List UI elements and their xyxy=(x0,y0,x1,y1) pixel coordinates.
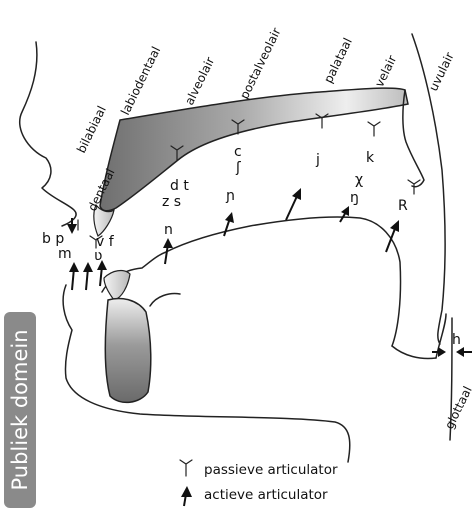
phoneme-m: m xyxy=(58,246,72,262)
phoneme-dt: d t xyxy=(170,178,189,194)
hard-palate xyxy=(100,88,408,211)
public-domain-badge: Publiek domein xyxy=(4,312,36,508)
legend-passive-symbol xyxy=(180,460,192,476)
phoneme-sh: ʃ xyxy=(235,160,241,176)
phoneme-k: k xyxy=(366,150,375,166)
phoneme-h: h xyxy=(452,332,461,348)
phoneme-labiodental-approximant: ʋ xyxy=(94,248,102,264)
pharynx-front-wall xyxy=(392,346,436,359)
label-bilabiaal: bilabiaal xyxy=(74,104,109,156)
badge-label: Publiek domein xyxy=(8,329,32,490)
legend-active-label: actieve articulator xyxy=(204,487,328,503)
phoneme-R: R xyxy=(398,198,408,214)
lower-incisor xyxy=(104,271,130,300)
phoneme-eng: ŋ xyxy=(350,190,359,206)
phoneme-zs: z s xyxy=(162,194,181,210)
legend-active-symbol xyxy=(181,486,192,506)
phoneme-bp: b p xyxy=(42,231,64,247)
label-postalveolair: postalveolair xyxy=(237,26,284,102)
jaw-floor xyxy=(150,294,180,307)
label-velair: velair xyxy=(372,53,399,89)
label-labiodentaal: labiodentaal xyxy=(118,44,163,117)
phoneme-c: c xyxy=(234,144,242,160)
label-alveolair: alveolair xyxy=(182,55,217,107)
phoneme-chi: χ xyxy=(355,172,363,188)
phoneme-j: j xyxy=(315,152,320,168)
label-uvulair: uvulair xyxy=(426,50,457,93)
phoneme-palatal-nasal: ɲ xyxy=(225,188,235,204)
legend: passieve articulator actieve articulator xyxy=(180,460,338,506)
face-profile xyxy=(20,42,76,226)
label-glottaal: glottaal xyxy=(442,384,472,431)
label-palataal: palataal xyxy=(321,36,355,86)
lower-jaw xyxy=(105,299,151,403)
phoneme-n: n xyxy=(164,222,173,238)
legend-passive-label: passieve articulator xyxy=(204,462,338,478)
